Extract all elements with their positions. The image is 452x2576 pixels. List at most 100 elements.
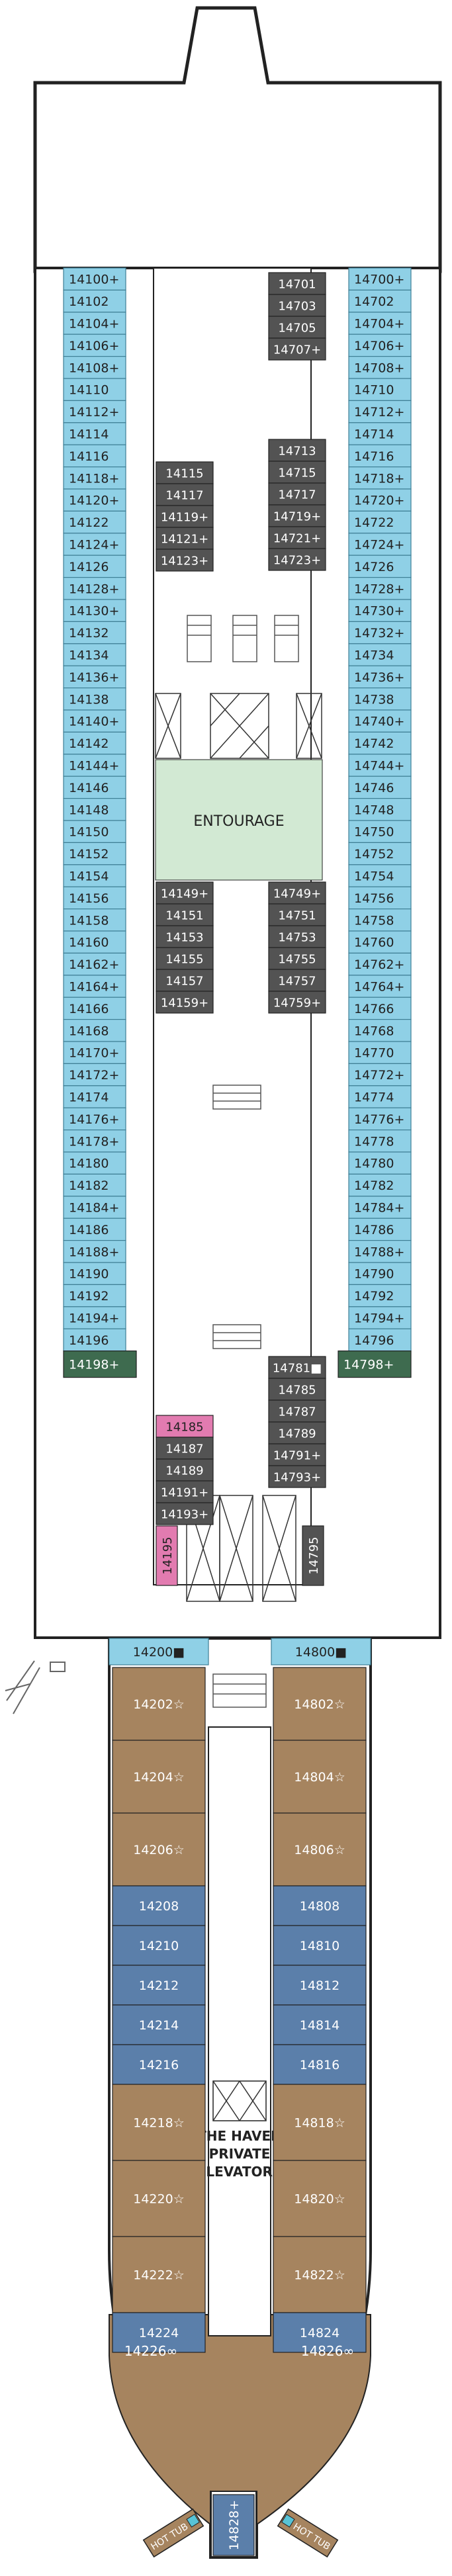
cabin-port-17[interactable]: 14134 [63,643,126,666]
haven-starboard-4[interactable]: 14810 [273,1925,367,1966]
cabin-starboard-36[interactable]: 14772+ [348,1063,412,1087]
cabin-port-36[interactable]: 14172+ [63,1063,126,1087]
cabin-starboard-17[interactable]: 14734 [348,643,412,666]
cabin-starboard-39[interactable]: 14778 [348,1129,412,1153]
cabin-starboard-6[interactable]: 14712+ [348,400,412,423]
cabin-port-14[interactable]: 14128+ [63,576,126,600]
cabin-starboard-23[interactable]: 14746 [348,776,412,799]
cabin-port-11[interactable]: 14122 [63,510,126,534]
cabin-inner-right-mid-0[interactable]: 14713 [268,439,326,462]
cabin-inner-right-lower-3[interactable]: 14755 [268,947,326,970]
cabin-starboard-46[interactable]: 14792 [348,1284,412,1308]
haven-starboard-10[interactable]: 14822☆ [273,2236,367,2313]
cabin-inner-left-lower-1[interactable]: 14151 [156,903,214,926]
cabin-starboard-3[interactable]: 14706+ [348,333,412,357]
cabin-inner-left-mid-3[interactable]: 14121+ [156,527,214,550]
cabin-inner-right-lower-2[interactable]: 14753 [268,925,326,948]
cabin-inner-right-lower-0[interactable]: 14749+ [268,881,326,905]
cabin-starboard-0[interactable]: 14700+ [348,267,412,291]
cabin-inner-left-mid-2[interactable]: 14119+ [156,505,214,528]
haven-starboard-2[interactable]: 14806☆ [273,1812,367,1887]
cabin-port-8[interactable]: 14116 [63,444,126,468]
cabin-starboard-2[interactable]: 14704+ [348,312,412,335]
cabin-port-42[interactable]: 14184+ [63,1196,126,1219]
cabin-port-47[interactable]: 14194+ [63,1306,126,1329]
haven-port-2[interactable]: 14206☆ [112,1812,206,1887]
cabin-port-16[interactable]: 14132 [63,621,126,644]
cabin-port-0[interactable]: 14100+ [63,267,126,291]
cabin-starboard-13[interactable]: 14726 [348,555,412,578]
cabin-inner-right-mid-1[interactable]: 14715 [268,461,326,484]
haven-port-11[interactable]: 14224 [112,2312,206,2353]
cabin-port-13[interactable]: 14126 [63,555,126,578]
cabin-starboard-31[interactable]: 14762+ [348,952,412,976]
cabin-inner-left-bottom-3[interactable]: 14191+ [156,1480,214,1503]
haven-port-10[interactable]: 14222☆ [112,2236,206,2313]
cabin-inner-left-mid-1[interactable]: 14117 [156,483,214,506]
cabin-port-48[interactable]: 14196 [63,1328,126,1352]
cabin-starboard-29[interactable]: 14758 [348,908,412,932]
haven-port-5[interactable]: 14212 [112,1965,206,2006]
cabin-starboard-12[interactable]: 14724+ [348,533,412,556]
haven-aft-port[interactable]: 14226∞ [124,2343,177,2359]
cabin-port-28[interactable]: 14156 [63,886,126,910]
cabin-starboard-8[interactable]: 14716 [348,444,412,468]
cabin-starboard-27[interactable]: 14754 [348,864,412,887]
cabin-port-9[interactable]: 14118+ [63,466,126,490]
cabin-starboard-32[interactable]: 14764+ [348,975,412,998]
cabin-inner-left-lower-3[interactable]: 14155 [156,947,214,970]
haven-starboard-8[interactable]: 14818☆ [273,2084,367,2161]
cabin-port-40[interactable]: 14180 [63,1151,126,1175]
haven-starboard-9[interactable]: 14820☆ [273,2160,367,2237]
cabin-starboard-25[interactable]: 14750 [348,820,412,844]
haven-starboard-6[interactable]: 14814 [273,2004,367,2045]
cabin-starboard-22[interactable]: 14744+ [348,754,412,777]
cabin-port-38[interactable]: 14176+ [63,1107,126,1131]
cabin-port-6[interactable]: 14112+ [63,400,126,423]
cabin-inner-left-lower-4[interactable]: 14157 [156,969,214,992]
haven-port-6[interactable]: 14214 [112,2004,206,2045]
cabin-starboard-20[interactable]: 14740+ [348,709,412,733]
cabin-port-37[interactable]: 14174 [63,1085,126,1108]
cabin-inner-right-top-1[interactable]: 14703 [268,294,326,317]
cabin-port-22[interactable]: 14144+ [63,754,126,777]
haven-port-0[interactable]: 14202☆ [112,1667,206,1741]
haven-port-8[interactable]: 14218☆ [112,2084,206,2161]
haven-starboard-7[interactable]: 14816 [273,2044,367,2085]
cabin-port-1[interactable]: 14102 [63,289,126,313]
cabin-port-21[interactable]: 14142 [63,731,126,755]
cabin-port-23[interactable]: 14146 [63,776,126,799]
cabin-vertical-right[interactable]: 14795 [302,1525,324,1586]
haven-port-9[interactable]: 14220☆ [112,2160,206,2237]
haven-port-1[interactable]: 14204☆ [112,1740,206,1814]
cabin-starboard-5[interactable]: 14710 [348,378,412,402]
cabin-inner-left-mid-0[interactable]: 14115 [156,461,214,484]
cabin-inner-right-top-0[interactable]: 14701 [268,272,326,295]
cabin-starboard-19[interactable]: 14738 [348,687,412,711]
haven-starboard-11[interactable]: 14824 [273,2312,367,2353]
cabin-port-4[interactable]: 14108+ [63,355,126,379]
cabin-inner-left-lower-2[interactable]: 14153 [156,925,214,948]
cabin-inner-left-bottom-0[interactable]: 14185 [156,1415,214,1438]
haven-starboard-5[interactable]: 14812 [273,1965,367,2006]
cabin-port-3[interactable]: 14106+ [63,333,126,357]
haven-starboard-0[interactable]: 14802☆ [273,1667,367,1741]
cabin-starboard-21[interactable]: 14742 [348,731,412,755]
haven-port-3[interactable]: 14208 [112,1885,206,1926]
cabin-starboard-42[interactable]: 14784+ [348,1196,412,1219]
cabin-inner-right-mid-5[interactable]: 14723+ [268,548,326,571]
cabin-port-32[interactable]: 14164+ [63,975,126,998]
cabin-port-12[interactable]: 14124+ [63,533,126,556]
cabin-inner-right-top-3[interactable]: 14707+ [268,337,326,361]
cabin-starboard-16[interactable]: 14732+ [348,621,412,644]
cabin-inner-right-lower-1[interactable]: 14751 [268,903,326,926]
cabin-port-46[interactable]: 14192 [63,1284,126,1308]
cabin-corner-port[interactable]: 14198+ [63,1350,137,1378]
cabin-port-2[interactable]: 14104+ [63,312,126,335]
cabin-inner-right-bottom-1[interactable]: 14785 [268,1378,326,1401]
cabin-starboard-1[interactable]: 14702 [348,289,412,313]
haven-starboard-3[interactable]: 14808 [273,1885,367,1926]
cabin-port-31[interactable]: 14162+ [63,952,126,976]
cabin-starboard-7[interactable]: 14714 [348,422,412,445]
cabin-inner-right-bottom-3[interactable]: 14789 [268,1421,326,1444]
